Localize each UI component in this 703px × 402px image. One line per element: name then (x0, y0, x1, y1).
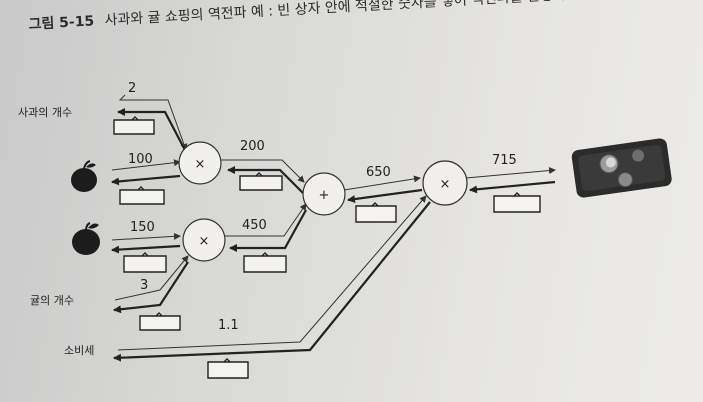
edge-orange-price-back (111, 244, 181, 254)
edge-apple-count-fwd (118, 94, 188, 151)
mul-node-orange-label: × (199, 234, 210, 249)
answer-box-apple-count (113, 116, 155, 135)
answer-box-orange-total (243, 252, 287, 273)
answer-box-apple-price (119, 186, 165, 205)
answer-box-tax (207, 358, 249, 379)
apple-price-value: 100 (128, 152, 153, 167)
edge-mul1-back (227, 166, 305, 195)
edge-apple-price-fwd (111, 159, 181, 171)
add-node (302, 172, 346, 216)
edge-result-back (469, 180, 556, 194)
edge-result-fwd (465, 167, 556, 179)
apple-total-value: 200 (240, 139, 265, 154)
mul-node-tax-label: × (440, 177, 451, 192)
answer-box-apple-total (239, 172, 283, 191)
edge-mul1-out-fwd (220, 159, 305, 183)
mul-node-orange (182, 218, 226, 262)
sum-value: 650 (366, 165, 391, 180)
apple-count-value: 2 (128, 81, 136, 96)
mul-node-apple (178, 141, 222, 185)
answer-box-sum (355, 202, 397, 223)
edge-tax-back (113, 201, 431, 362)
orange-price-value: 150 (130, 220, 155, 235)
orange-count-label: 귤의 개수 (30, 294, 74, 307)
edge-orange-price-fwd (111, 232, 181, 241)
edge-mul2-back (229, 209, 307, 252)
add-node-label: + (319, 188, 330, 203)
answer-box-orange-count (139, 312, 181, 331)
result-value: 715 (492, 153, 517, 168)
orange-icon (72, 222, 100, 255)
edge-orange-count-fwd (114, 255, 189, 301)
edge-orange-count-back (113, 261, 189, 314)
edge-apple-count-back (117, 108, 187, 153)
answer-box-orange-price (123, 252, 167, 273)
tax-label: 소비세 (64, 344, 94, 357)
mul-node-tax (422, 160, 468, 206)
edge-mul2-out-fwd (224, 203, 307, 237)
wallet-icon (571, 138, 672, 198)
edge-tax-fwd (117, 195, 427, 351)
mul-node-apple-label: × (195, 157, 206, 172)
apple-icon (71, 160, 97, 192)
edge-apple-price-back (111, 174, 181, 186)
orange-total-value: 450 (242, 218, 267, 233)
edge-add-out-fwd (343, 175, 421, 191)
orange-count-value: 3 (140, 278, 148, 293)
apple-count-label: 사과의 개수 (18, 106, 72, 119)
tax-value: 1.1 (218, 318, 239, 333)
answer-box-result (493, 192, 541, 213)
edge-add-back (347, 188, 423, 204)
